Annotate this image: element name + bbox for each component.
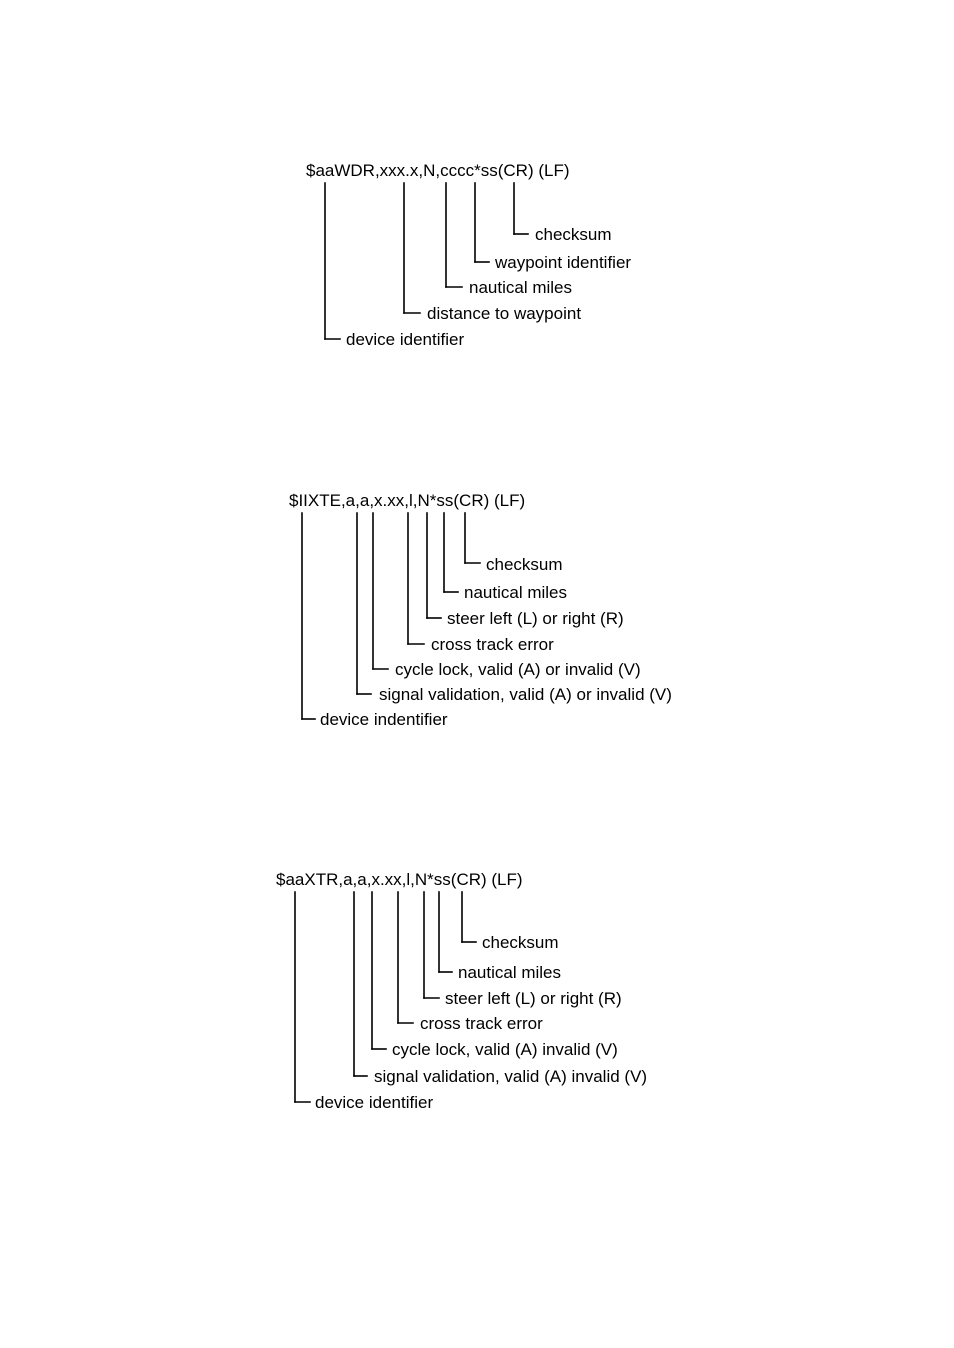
- wdr-label-waypoint-identifier: waypoint identifier: [494, 253, 631, 272]
- diagram-xte: $IIXTE,a,a,x.xx,l,N*ss(CR) (LF) device i…: [289, 491, 672, 729]
- xtr-label-checksum: checksum: [482, 933, 559, 952]
- xtr-label-signal-validation: signal validation, valid (A) invalid (V): [374, 1067, 647, 1086]
- xte-label-cycle-lock: cycle lock, valid (A) or invalid (V): [395, 660, 641, 679]
- diagram-xtr: $aaXTR,a,a,x.xx,l,N*ss(CR) (LF) device i…: [276, 870, 647, 1112]
- wdr-label-device-identifier: device identifier: [346, 330, 464, 349]
- xtr-label-cycle-lock: cycle lock, valid (A) invalid (V): [392, 1040, 618, 1059]
- xte-sentence: $IIXTE,a,a,x.xx,l,N*ss(CR) (LF): [289, 491, 525, 510]
- xtr-label-device-identifier: device identifier: [315, 1093, 433, 1112]
- wdr-sentence: $aaWDR,xxx.x,N,cccc*ss(CR) (LF): [306, 161, 570, 180]
- xtr-label-nautical-miles: nautical miles: [458, 963, 561, 982]
- xte-label-cross-track-error: cross track error: [431, 635, 554, 654]
- wdr-label-distance-to-waypoint: distance to waypoint: [427, 304, 581, 323]
- xte-label-nautical-miles: nautical miles: [464, 583, 567, 602]
- xte-label-device-indentifier: device indentifier: [320, 710, 448, 729]
- xtr-sentence: $aaXTR,a,a,x.xx,l,N*ss(CR) (LF): [276, 870, 523, 889]
- xte-label-signal-validation: signal validation, valid (A) or invalid …: [379, 685, 672, 704]
- wdr-label-nautical-miles: nautical miles: [469, 278, 572, 297]
- xtr-label-steer: steer left (L) or right (R): [445, 989, 622, 1008]
- diagram-wdr: $aaWDR,xxx.x,N,cccc*ss(CR) (LF) device i…: [306, 161, 631, 349]
- xte-label-steer: steer left (L) or right (R): [447, 609, 624, 628]
- xtr-label-cross-track-error: cross track error: [420, 1014, 543, 1033]
- wdr-label-checksum: checksum: [535, 225, 612, 244]
- xte-label-checksum: checksum: [486, 555, 563, 574]
